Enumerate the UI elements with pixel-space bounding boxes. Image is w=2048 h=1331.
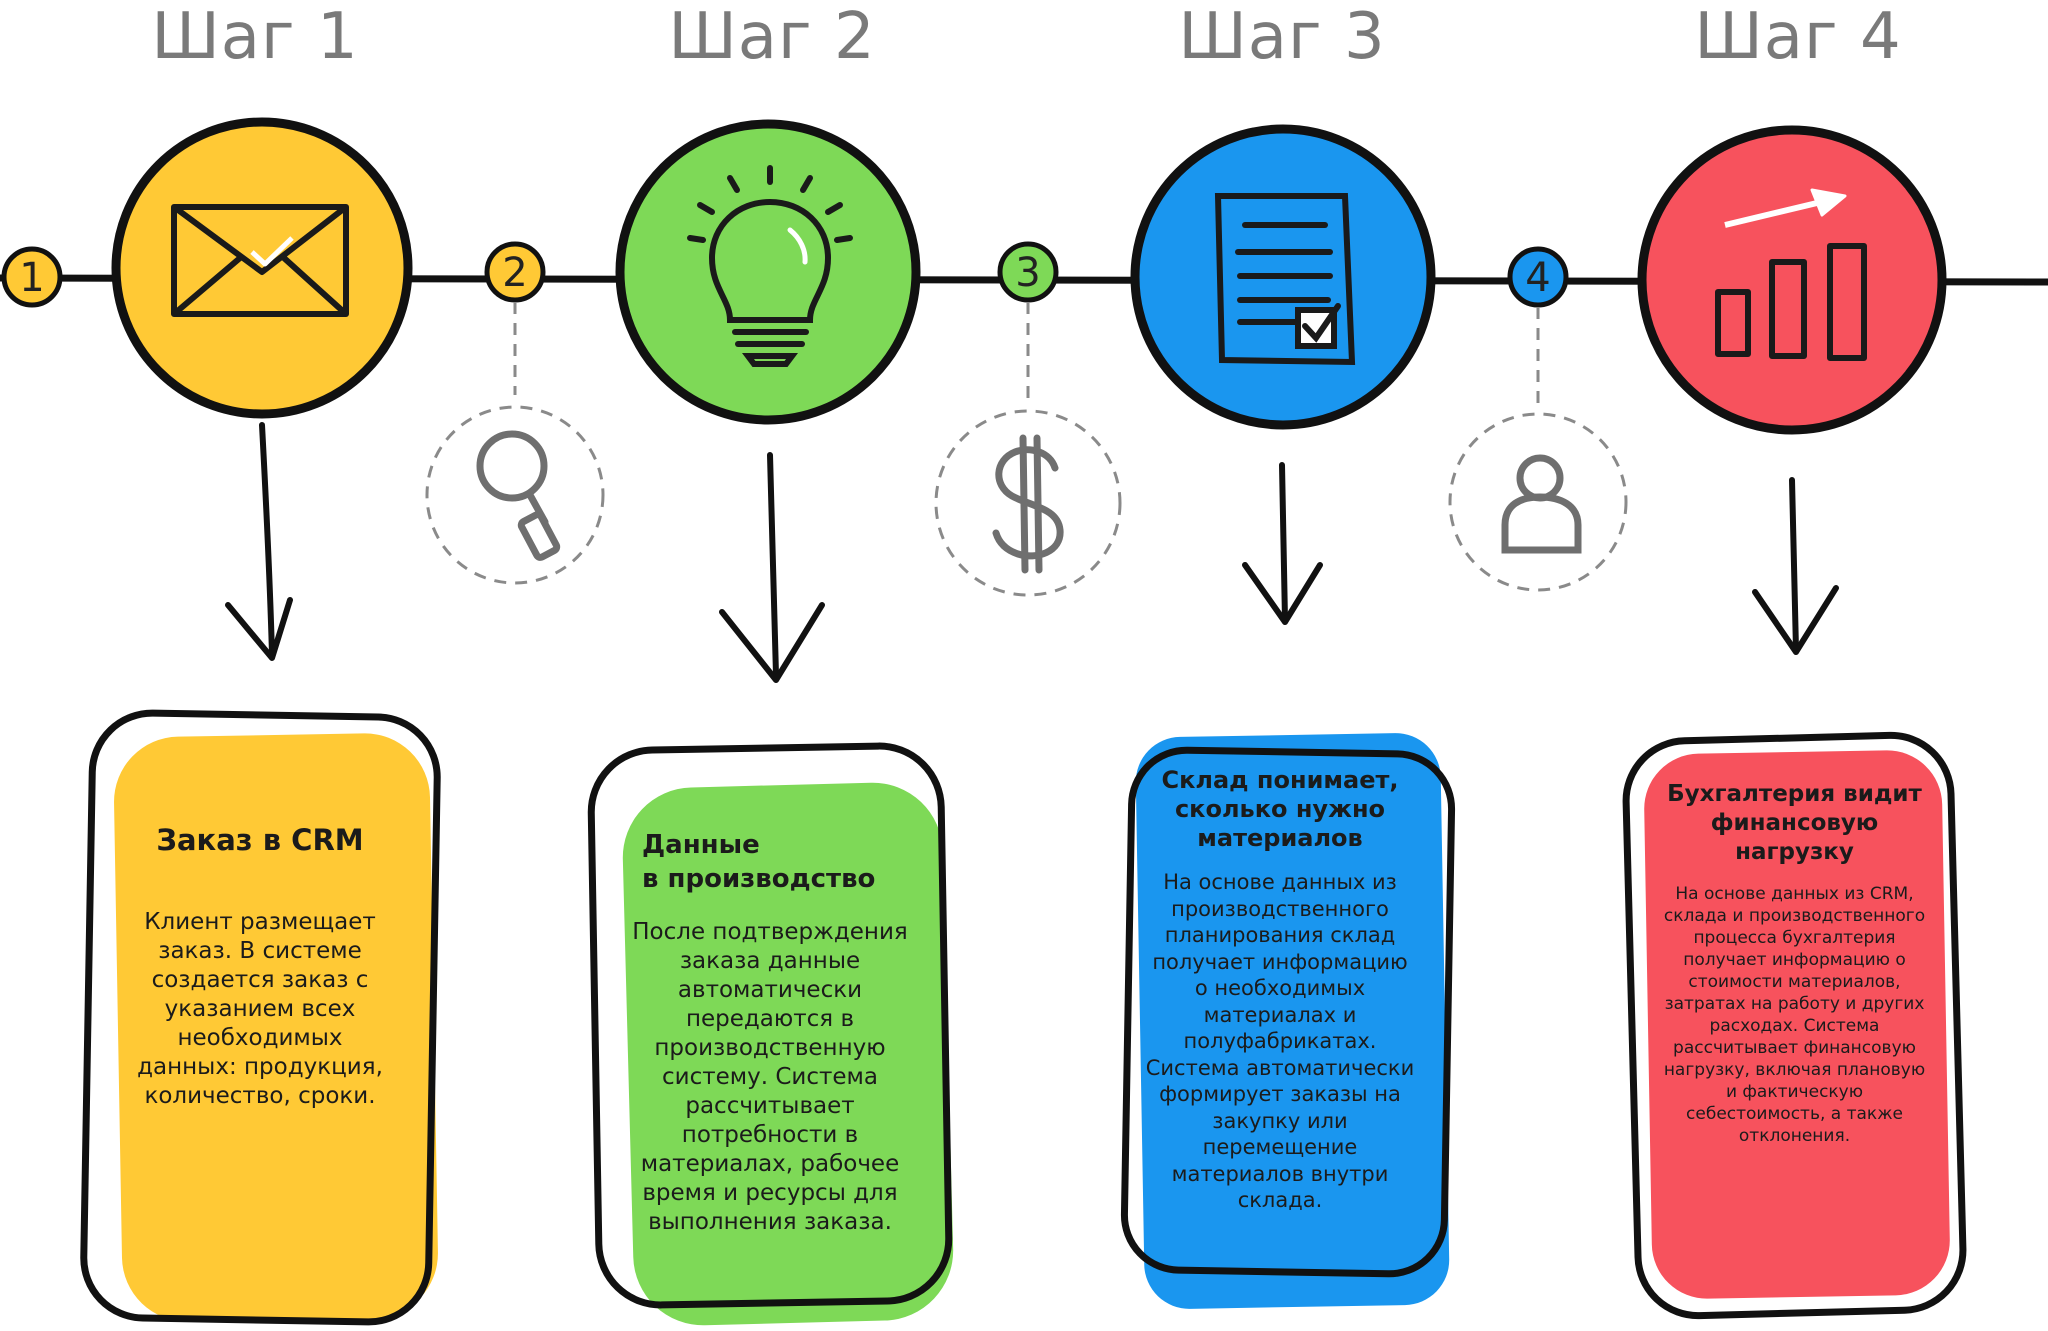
arrow-down-icon — [1752, 477, 1839, 655]
card-title: Данные в производство — [642, 830, 876, 894]
dollar-icon — [992, 434, 1064, 574]
card-outline-4 — [1622, 731, 1967, 1320]
card-title: Бухгалтерия видит финансовую нагрузку — [1667, 781, 1922, 865]
card-outline-3 — [1120, 746, 1456, 1278]
card-fill-4 — [1644, 750, 1950, 1299]
card-body: Клиент размещает заказ. В системе создае… — [137, 909, 383, 1109]
step-circle-4 — [1637, 125, 1947, 435]
bar-chart-icon — [1715, 188, 1867, 361]
marker-label: 1 — [19, 255, 44, 301]
card-outline-2 — [587, 742, 953, 1309]
step-marker-2: 2 — [484, 241, 546, 303]
step-title-1: Шаг 1 — [151, 0, 359, 74]
card-body: После подтверждения заказа данные автома… — [632, 919, 908, 1235]
marker-label: 3 — [1015, 250, 1040, 296]
card-1: Заказ в CRM Клиент размещает заказ. В си… — [130, 822, 390, 1111]
step-circle-1 — [111, 117, 413, 419]
step-title-2: Шаг 2 — [668, 0, 876, 74]
arrow-down-icon — [225, 422, 293, 661]
step-marker-4: 4 — [1507, 246, 1569, 308]
card-outline-1 — [80, 709, 441, 1326]
card-fill-1 — [114, 733, 438, 1322]
step-title-3: Шаг 3 — [1178, 0, 1386, 74]
card-title: Заказ в CRM — [156, 823, 364, 857]
step-circle-3 — [1130, 124, 1436, 430]
card-2: Данные в производство После подтверждени… — [620, 828, 920, 1237]
envelope-icon — [171, 204, 349, 317]
card-3: Склад понимает, сколько нужно материалов… — [1145, 766, 1415, 1214]
lightbulb-icon — [687, 165, 853, 367]
user-icon — [1501, 454, 1582, 554]
card-fill-2 — [622, 782, 954, 1326]
card-4: Бухгалтерия видит финансовую нагрузку На… — [1662, 780, 1927, 1147]
step-circle-2 — [615, 119, 921, 425]
card-title: Склад понимает, сколько нужно материалов — [1161, 766, 1399, 852]
card-body: На основе данных из CRM, склада и произв… — [1663, 884, 1926, 1146]
card-body: На основе данных из производственного пл… — [1145, 870, 1415, 1212]
marker-label: 4 — [1525, 255, 1550, 301]
arrow-down-icon — [1242, 462, 1323, 625]
step-title-4: Шаг 4 — [1694, 0, 1902, 74]
step-marker-1: 1 — [1, 246, 63, 308]
step-marker-3: 3 — [997, 241, 1059, 303]
magnifier-icon — [476, 430, 561, 561]
card-fill-3 — [1135, 733, 1450, 1309]
arrow-down-icon — [719, 452, 825, 683]
checklist-document-icon — [1214, 193, 1356, 366]
marker-label: 2 — [502, 250, 527, 296]
